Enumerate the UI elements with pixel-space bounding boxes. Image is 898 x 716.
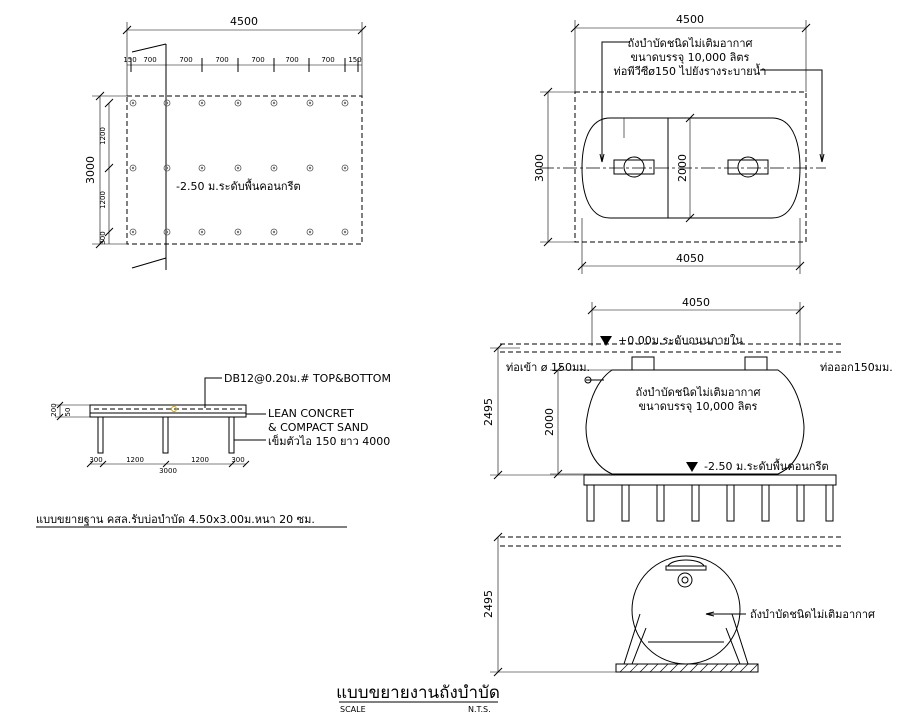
base-section-side-1: 50	[64, 408, 72, 417]
base-section-lean: LEAN CONCRET	[268, 407, 354, 420]
base-seg-4: 700	[251, 56, 264, 64]
tank-plan-note-1: ถังบำบัดชนิดไม่เติมอากาศ	[628, 37, 753, 50]
base-section: DB12@0.20ม.# TOP&BOTTOM LEAN CONCRET & C…	[36, 372, 391, 528]
base-section-side-0: 200	[50, 403, 58, 416]
tank-section-label-1: ถังบำบัดชนิดไม่เติมอากาศ	[636, 386, 761, 399]
sheet-title: แบบขยายงานถังบำบัด	[336, 683, 500, 703]
base-section-bot-0: 300	[89, 456, 102, 464]
tank-plan: 4500 ถังบำบัดชนิดไม่เติมอากาศ ขนาดบรรจุ …	[533, 13, 826, 274]
base-plan-level: -2.50 ม.ระดับพื้นคอนกรีต	[176, 178, 301, 193]
tank-section-bottom-level: -2.50 ม.ระดับพื้นคอนกรีต	[704, 458, 829, 473]
base-seg-2: 700	[179, 56, 192, 64]
tank-end-view: 2495 ถังบำบัดชนิดไม่เติมอากาศ	[482, 532, 875, 677]
base-plan-top-dim: 4500	[230, 15, 258, 28]
base-section-bot-3: 300	[231, 456, 244, 464]
base-seg-5: 700	[285, 56, 298, 64]
sheet-title-block: แบบขยายงานถังบำบัด SCALE N.T.S.	[336, 683, 500, 714]
base-seg-7: 150	[348, 56, 361, 64]
base-seg-1: 700	[143, 56, 156, 64]
tank-plan-note-3: ท่อพีวีซีø150 ไปยังรางระบายน้ำ	[614, 63, 767, 78]
base-section-bot-1: 1200	[126, 456, 144, 464]
base-section-pile: เข็มตัวไอ 150 ยาว 4000	[268, 434, 390, 448]
base-seg-0: 150	[123, 56, 136, 64]
tank-section-height-dim: 2495	[482, 398, 495, 426]
tank-plan-bottom-dim: 4050	[676, 252, 704, 265]
tank-end-height-dim: 2495	[482, 590, 495, 618]
base-seg-6: 700	[321, 56, 334, 64]
scale-value: N.T.S.	[468, 705, 491, 714]
base-section-rebar: DB12@0.20ม.# TOP&BOTTOM	[224, 372, 391, 385]
tank-section-top-dim: 4050	[682, 296, 710, 309]
base-plan-left-seg-2: 300	[99, 231, 107, 244]
base-plan-left-dim: 3000	[84, 156, 97, 184]
base-plan-left-seg-0: 1200	[99, 127, 107, 145]
tank-plan-inner-dim: 2000	[676, 154, 689, 182]
tank-section-inner-dim: 2000	[543, 408, 556, 436]
tank-plan-top-dim: 4500	[676, 13, 704, 26]
tank-plan-left-dim: 3000	[533, 154, 546, 182]
base-section-sand: & COMPACT SAND	[268, 421, 368, 434]
scale-label: SCALE	[340, 705, 366, 714]
tank-section-label-2: ขนาดบรรจุ 10,000 ลิตร	[639, 400, 758, 413]
tank-section-outlet: ท่อออก150มม.	[820, 361, 893, 374]
base-plan-left-seg-1: 1200	[99, 191, 107, 209]
tank-end-label: ถังบำบัดชนิดไม่เติมอากาศ	[750, 608, 875, 621]
tank-plan-note-2: ขนาดบรรจุ 10,000 ลิตร	[631, 51, 750, 64]
base-section-title: แบบขยายฐาน คสล.รับบ่อบำบัด 4.50x3.00ม.หน…	[36, 513, 315, 526]
tank-section: 4050 +0.00ม.ระดับถนนภายใน ท่อเข้า ø 150ม…	[482, 296, 893, 522]
base-seg-3: 700	[215, 56, 228, 64]
tank-section-road-level: +0.00ม.ระดับถนนภายใน	[618, 334, 743, 347]
tank-section-inlet: ท่อเข้า ø 150มม.	[506, 361, 590, 374]
base-plan: 4500 150 700 700 700 700 700 700 150 -2.…	[84, 15, 367, 270]
base-section-bot-total: 3000	[159, 467, 177, 475]
base-section-bot-2: 1200	[191, 456, 209, 464]
